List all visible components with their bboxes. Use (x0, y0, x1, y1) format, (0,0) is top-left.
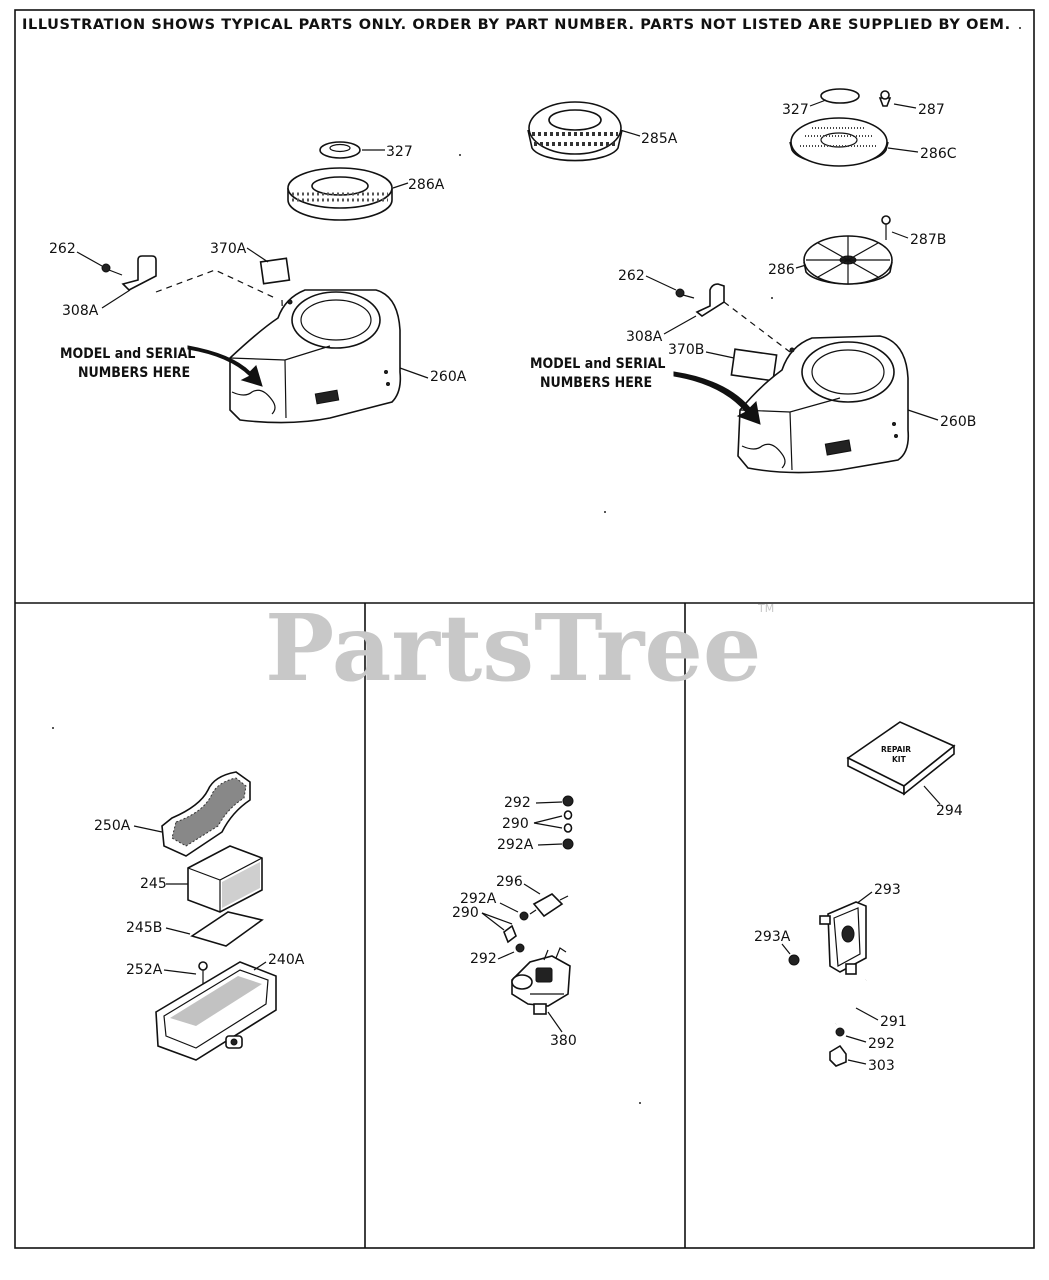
part-290-gasket-b (563, 823, 573, 833)
part-292-nut (562, 795, 574, 807)
part-327-cap-left (319, 141, 361, 159)
part-286A-screen (287, 167, 393, 221)
model-serial-note-right-line1: MODEL and SERIAL (530, 356, 665, 372)
callout-293A: 293A (754, 929, 791, 945)
callout-370A: 370A (210, 241, 247, 257)
callout-293: 293 (874, 882, 901, 898)
callout-287: 287 (918, 102, 945, 118)
carburetor-assembly: 292 290 292A 296 292A 290 292 (452, 795, 577, 1049)
part-303-fitting (829, 1044, 847, 1067)
callout-285A: 285A (641, 131, 678, 147)
callout-308A-right: 308A (626, 329, 663, 345)
callout-292-mid: 292 (470, 951, 497, 967)
part-290-line (503, 924, 517, 944)
part-240A-base (155, 961, 277, 1061)
callout-245B: 245B (126, 920, 162, 936)
part-292A-nut-b (519, 911, 529, 921)
callout-292-top: 292 (504, 795, 531, 811)
watermark: PartsTree (265, 594, 761, 702)
part-286-screen (803, 235, 893, 285)
callout-294: 294 (936, 803, 963, 819)
part-245-element (187, 845, 263, 913)
callout-245: 245 (140, 876, 167, 892)
model-serial-note-left-line1: MODEL and SERIAL (60, 346, 195, 362)
part-260B-housing (737, 335, 910, 474)
model-serial-note-right-line2: NUMBERS HERE (540, 375, 652, 391)
callout-286: 286 (768, 262, 795, 278)
callout-290-mid: 290 (452, 905, 479, 921)
callout-327-right: 327 (782, 102, 809, 118)
callout-260A: 260A (430, 369, 467, 385)
part-294-repair-kit (846, 721, 956, 796)
callout-370B: 370B (668, 342, 704, 358)
part-296-fuel-filter (529, 893, 569, 918)
part-262-screw-right (675, 288, 685, 298)
part-285A-screen (527, 101, 623, 162)
repair-kit-label-line1: REPAIR (881, 745, 911, 754)
part-260A-housing (229, 289, 402, 424)
watermark-trademark: TM (757, 602, 774, 615)
part-287B-bolt (881, 215, 891, 240)
part-308A-bracket-left (121, 255, 157, 291)
callout-262-left: 262 (49, 241, 76, 257)
part-293-fuel-pump (819, 901, 867, 975)
part-262-screw-left (101, 263, 123, 276)
part-292-clamp (835, 1027, 845, 1037)
callout-308A-left: 308A (62, 303, 99, 319)
part-380-carburetor (511, 947, 571, 1015)
callout-286C: 286C (920, 146, 957, 162)
callout-260B: 260B (940, 414, 976, 430)
callout-292A-mid: 292A (460, 891, 497, 907)
air-cleaner-assembly: 250A 245 245B 252A 240A (94, 771, 305, 1061)
part-290-gasket-a (563, 810, 573, 820)
diagram-frame (14, 9, 1035, 1249)
part-308A-bracket-right (695, 283, 725, 317)
callout-296: 296 (496, 874, 523, 890)
callout-303: 303 (868, 1058, 895, 1074)
callout-252A: 252A (126, 962, 163, 978)
left-blower-assembly: 327 286A 262 308A 370A (49, 141, 467, 424)
callout-250A: 250A (94, 818, 131, 834)
callout-327-left: 327 (386, 144, 413, 160)
arrow-icon-left (187, 345, 263, 387)
callout-291: 291 (880, 1014, 907, 1030)
part-286C-screen (789, 117, 889, 167)
part-293A-screw (788, 954, 800, 966)
model-serial-note-left-line2: NUMBERS HERE (78, 365, 190, 381)
arrow-icon-right (673, 371, 761, 425)
part-327-cap-right (820, 88, 860, 104)
callout-292A-top: 292A (497, 837, 534, 853)
part-292A-nut (562, 838, 574, 850)
callout-287B: 287B (910, 232, 946, 248)
callout-262-right: 262 (618, 268, 645, 284)
callout-380: 380 (550, 1033, 577, 1049)
part-370A-decal (259, 257, 291, 285)
header-note: ILLUSTRATION SHOWS TYPICAL PARTS ONLY. O… (22, 17, 1011, 33)
callout-292-pump: 292 (868, 1036, 895, 1052)
right-blower-assembly: 285A 327 287 286C 287B (527, 88, 976, 474)
part-245B-precleaner (190, 911, 264, 947)
callout-290-top: 290 (502, 816, 529, 832)
repair-kit-label-line2: KIT (892, 755, 907, 764)
part-292-nut-b (515, 943, 525, 953)
part-370B-decal (730, 348, 778, 382)
callout-240A: 240A (268, 952, 305, 968)
callout-286A: 286A (408, 177, 445, 193)
fuel-pump-assembly: REPAIR KIT 294 293 293A 291 292 303 (754, 721, 963, 1074)
part-250A-cover (161, 771, 251, 857)
